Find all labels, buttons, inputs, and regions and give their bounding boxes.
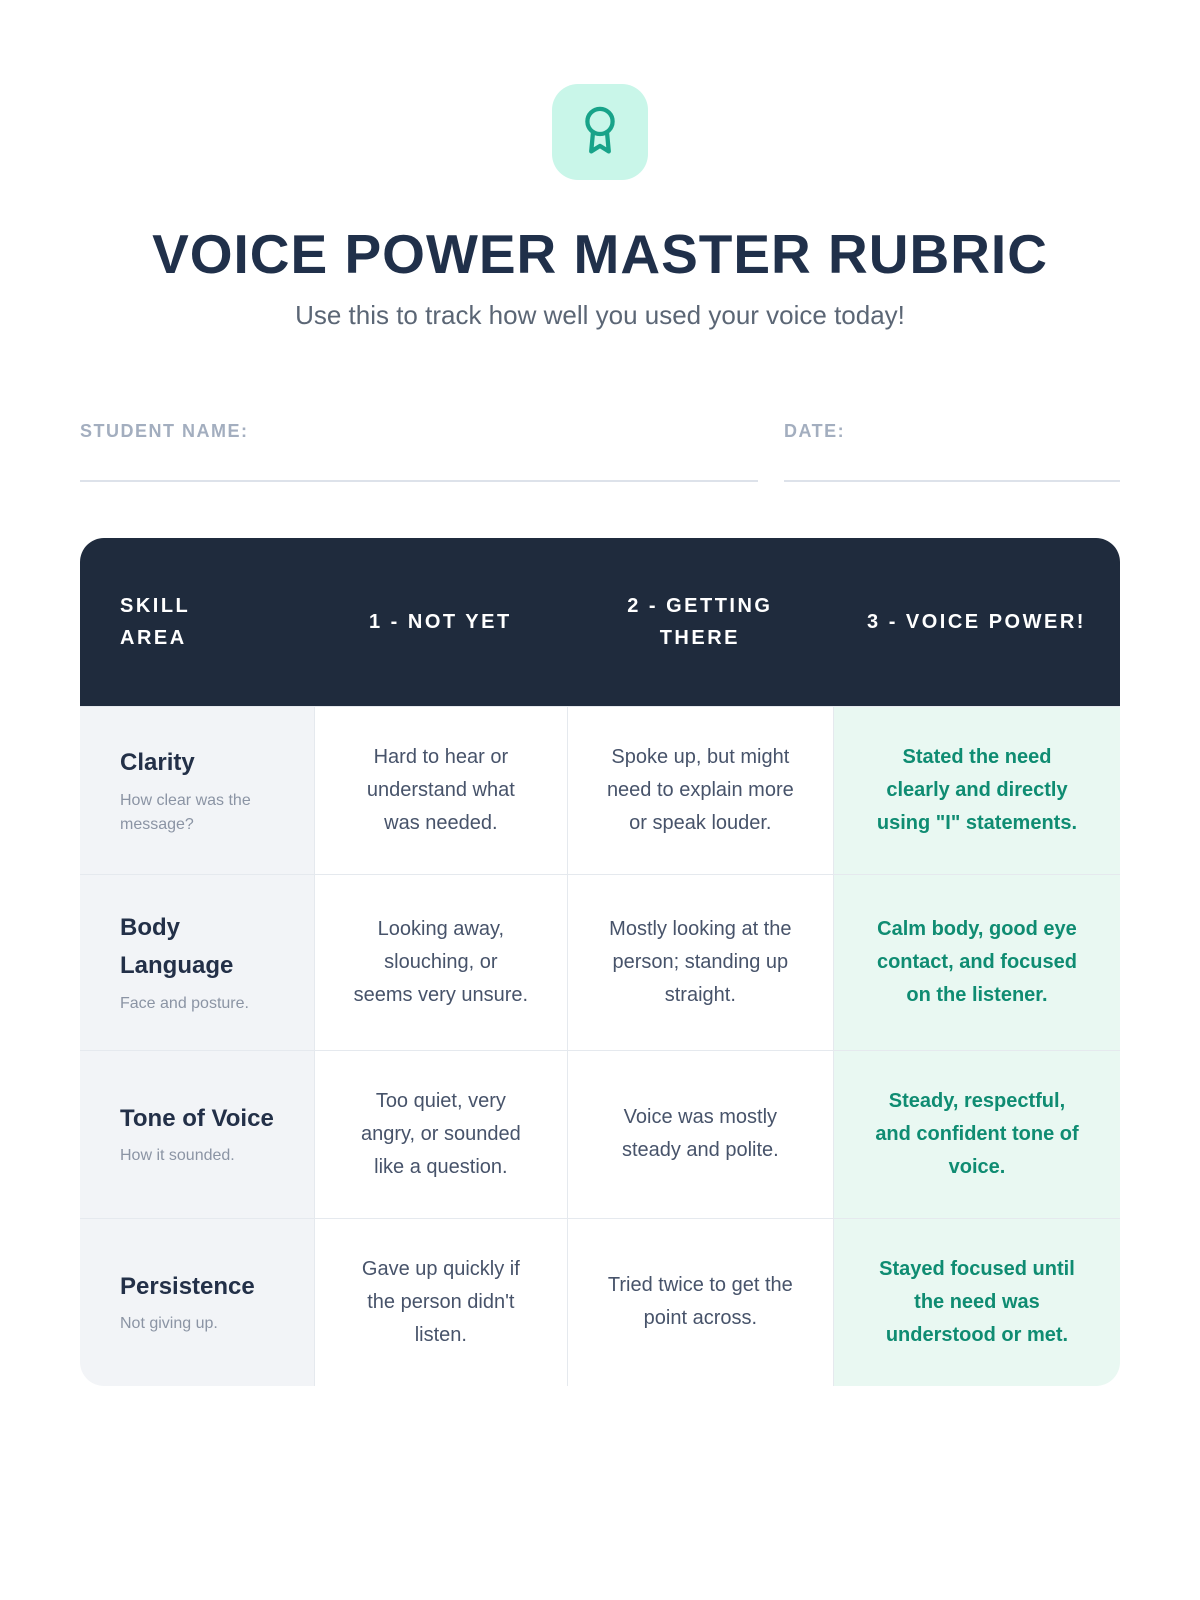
skill-title: Tone of Voice: [120, 1105, 274, 1133]
student-name-field-group: STUDENT NAME:: [80, 421, 758, 482]
skill-subtitle: How clear was the message?: [120, 791, 251, 833]
date-label: DATE:: [784, 421, 846, 441]
tone-of-voice-level-1-cell: Too quiet, very angry, or sounded like a…: [314, 1049, 567, 1218]
body-language-level-1-cell: Looking away, slouching, or seems very u…: [314, 874, 567, 1050]
column-header-voice-power: 3 - VOICE POWER!: [832, 538, 1120, 706]
persistence-level-1-cell: Gave up quickly if the person didn't lis…: [314, 1217, 567, 1386]
skill-subtitle: How it sounded.: [120, 1147, 235, 1165]
column-header-skill-area: SKILL AREA: [80, 538, 314, 706]
award-badge: [552, 84, 648, 180]
tone-of-voice-level-2-cell: Voice was mostly steady and polite.: [566, 1049, 833, 1218]
persistence-level-3-cell: Stayed focused until the need was unders…: [832, 1217, 1120, 1386]
clarity-level-2-cell: Spoke up, but might need to explain more…: [566, 706, 833, 874]
date-field-group: DATE:: [784, 421, 1120, 482]
skill-title: Body Language: [120, 914, 234, 980]
skill-cell-clarity: Clarity How clear was the message?: [80, 706, 314, 874]
body-language-level-2-cell: Mostly looking at the person; standing u…: [566, 874, 833, 1050]
page-title: VOICE POWER MASTER RUBRIC: [152, 223, 1048, 285]
clarity-level-1-cell: Hard to hear or understand what was need…: [314, 706, 567, 874]
persistence-level-2-cell: Tried twice to get the point across.: [566, 1217, 833, 1386]
skill-subtitle: Face and posture.: [120, 994, 249, 1012]
column-header-getting-there: 2 - GETTING THERE: [566, 538, 833, 706]
award-ribbon-icon: [573, 103, 627, 162]
tone-of-voice-level-3-cell: Steady, respectful, and confident tone o…: [832, 1049, 1120, 1218]
form-row: STUDENT NAME: DATE:: [80, 421, 1120, 482]
skill-title: Clarity: [120, 749, 195, 777]
rubric-table: SKILL AREA 1 - NOT YET 2 - GETTING THERE…: [80, 538, 1120, 1386]
clarity-level-3-cell: Stated the need clearly and directly usi…: [832, 706, 1120, 874]
skill-cell-tone-of-voice: Tone of Voice How it sounded.: [80, 1049, 314, 1218]
skill-subtitle: Not giving up.: [120, 1315, 218, 1333]
column-header-not-yet: 1 - NOT YET: [314, 538, 567, 706]
student-name-label: STUDENT NAME:: [80, 421, 249, 441]
badge-container: [80, 84, 1120, 180]
rubric-page: VOICE POWER MASTER RUBRIC Use this to tr…: [80, 84, 1120, 1386]
student-name-input[interactable]: [80, 462, 758, 482]
page-subtitle: Use this to track how well you used your…: [295, 300, 905, 330]
skill-cell-body-language: Body Language Face and posture.: [80, 874, 314, 1050]
date-input[interactable]: [784, 462, 1120, 482]
skill-cell-persistence: Persistence Not giving up.: [80, 1217, 314, 1386]
body-language-level-3-cell: Calm body, good eye contact, and focused…: [832, 874, 1120, 1050]
skill-title: Persistence: [120, 1273, 255, 1301]
